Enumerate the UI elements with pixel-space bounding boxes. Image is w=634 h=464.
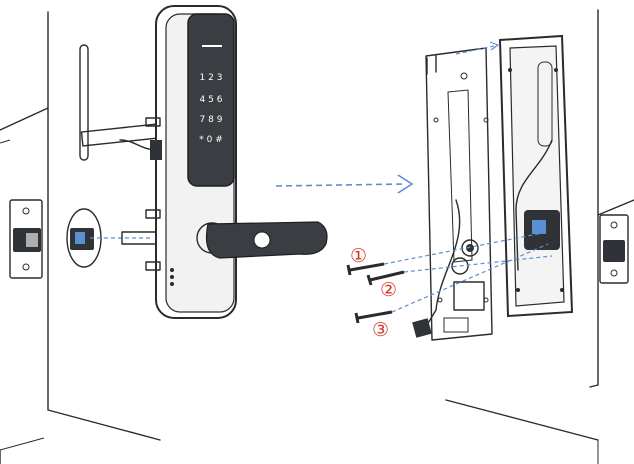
- mounting-plate: [412, 47, 493, 341]
- step-number-1: ①: [350, 245, 367, 267]
- back-lock-body: [498, 34, 574, 318]
- screw-1: [346, 262, 385, 276]
- keypad-panel: 1 2 3 4 5 6 7 8 9 * 0 #: [187, 13, 235, 187]
- right-strike-plate: [599, 214, 629, 284]
- screw-alignment-lines: [383, 231, 553, 313]
- keypad-row-2: 4 5 6: [200, 95, 223, 105]
- assembly-arrow: [275, 174, 414, 194]
- keypad-row-3: 7 8 9: [200, 115, 223, 125]
- lock-handle: [196, 221, 328, 259]
- door-latch-hole: [66, 208, 102, 268]
- left-door: [0, 11, 161, 464]
- keypad-row-4: * 0 #: [199, 135, 223, 145]
- right-door: [445, 9, 634, 464]
- step-number-3: ③: [372, 319, 389, 341]
- screw-3: [354, 310, 393, 324]
- keypad-row-1: 1 2 3: [200, 73, 223, 83]
- step-number-2: ②: [380, 279, 397, 301]
- left-strike-plate: [9, 199, 43, 279]
- screw-2: [366, 270, 405, 286]
